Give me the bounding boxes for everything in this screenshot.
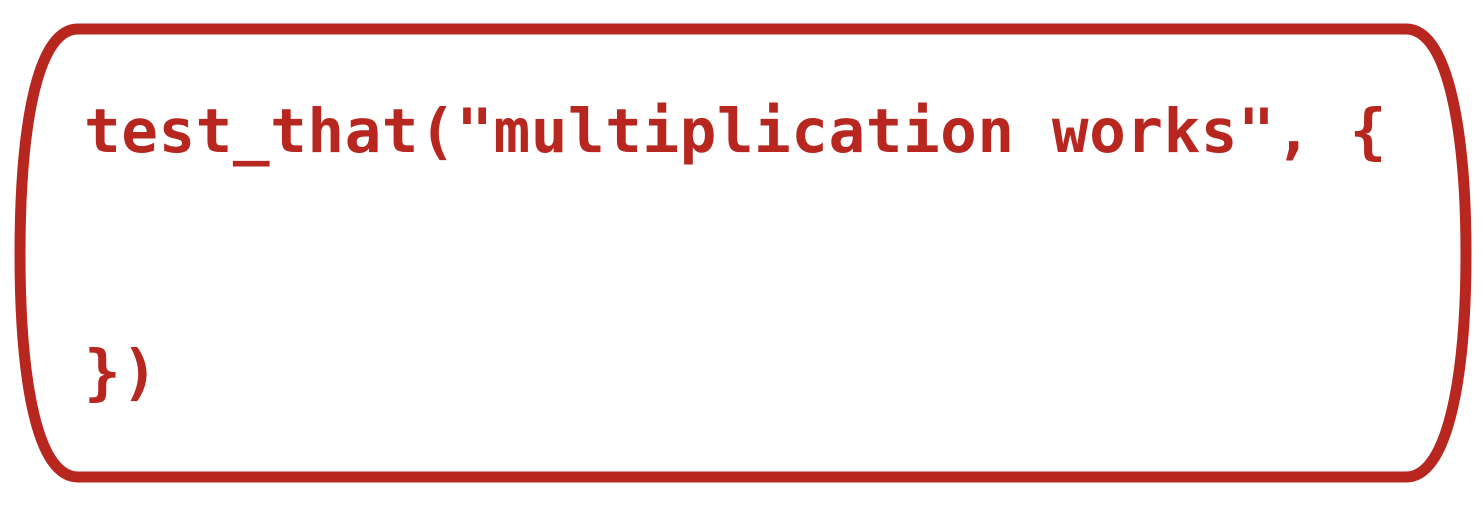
code-line-close: }) [84, 337, 159, 408]
rounded-outline [14, 23, 1472, 483]
code-line-open: test_that("multiplication works", { [84, 96, 1387, 167]
